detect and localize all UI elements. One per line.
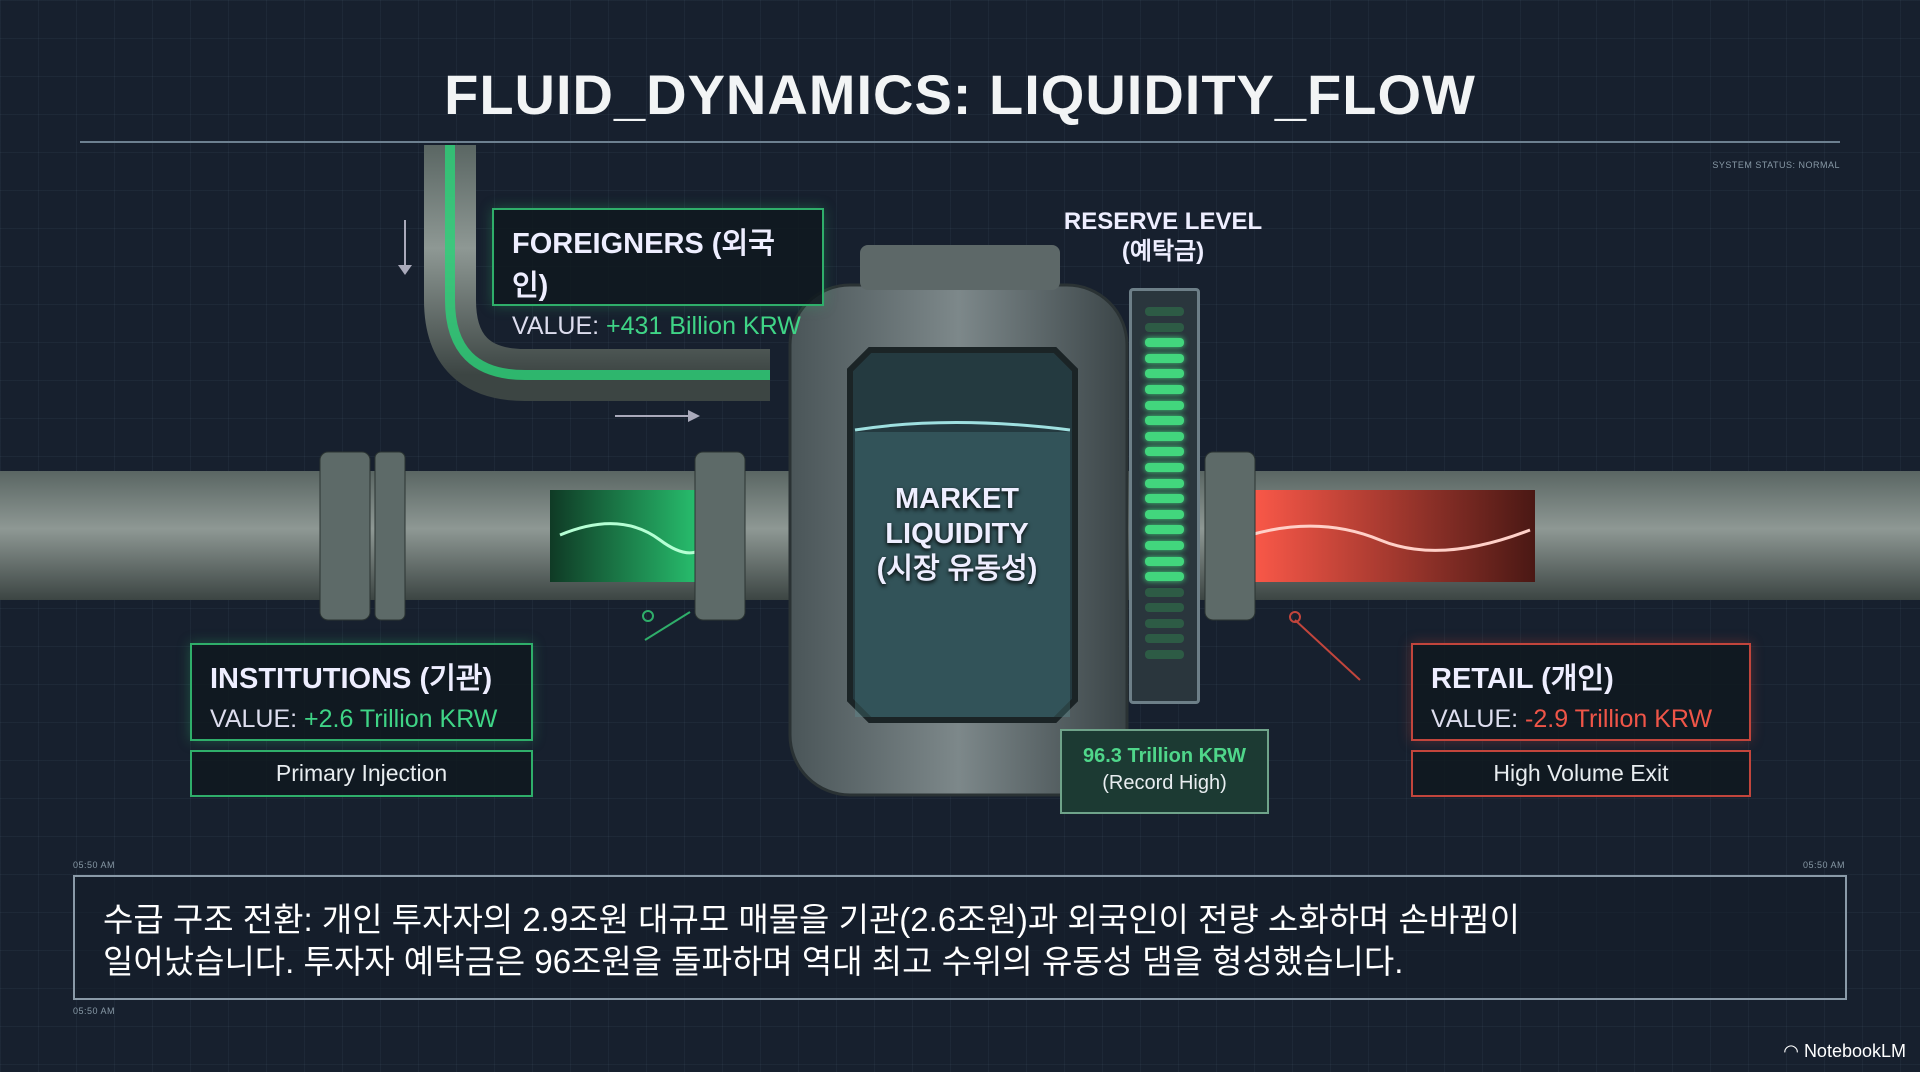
tank-window: [847, 347, 1078, 723]
tank-label-line1: MARKET: [894, 483, 1020, 515]
gauge-segment: [1145, 618, 1184, 628]
gauge-segment: [1145, 478, 1184, 488]
reserve-value-box: 96.3 Trillion KRW (Record High): [1060, 729, 1269, 814]
system-status: SYSTEM STATUS: NORMAL: [1712, 160, 1840, 170]
caption-line-1: 수급 구조 전환: 개인 투자자의 2.9조원 대규모 매물을 기관(2.6조원…: [103, 901, 1520, 938]
institutions-tag: Primary Injection: [190, 750, 533, 797]
gauge-segment: [1145, 603, 1184, 613]
value-label: VALUE:: [512, 312, 600, 340]
reserve-value: 96.3 Trillion KRW: [1083, 745, 1246, 767]
tank-label-line2: LIQUIDITY: [885, 518, 1029, 550]
gauge-segment: [1145, 431, 1184, 441]
gauge-segment: [1145, 509, 1184, 519]
reserve-note: (Record High): [1102, 772, 1227, 794]
gauge-segment: [1145, 525, 1184, 535]
inflow-window: [550, 490, 720, 582]
foreigners-heading: FOREIGNERS (외국인): [512, 228, 775, 302]
caption-line-2: 일어났습니다. 투자자 예탁금은 96조원을 돌파하며 역대 최고 수위의 유동…: [103, 943, 1404, 980]
gauge-segment: [1145, 353, 1184, 363]
gauge-segment: [1145, 572, 1184, 582]
institutions-heading: INSTITUTIONS (기관): [210, 663, 493, 695]
gauge-segment: [1145, 462, 1184, 472]
institutions-value: +2.6 Trillion KRW: [304, 705, 498, 733]
outflow-window: [1245, 490, 1535, 582]
value-label: VALUE:: [1431, 705, 1519, 733]
gauge-segment: [1145, 556, 1184, 566]
value-label: VALUE:: [210, 705, 298, 733]
foreigners-card: FOREIGNERS (외국인) VALUE: +431 Billion KRW: [492, 208, 824, 340]
hud-time-top-left: 05:50 AM: [73, 860, 116, 870]
hud-time-top-right: 05:50 AM: [1802, 860, 1845, 870]
reserve-level-label: RESERVE LEVEL (예탁금): [1053, 207, 1273, 267]
retail-heading: RETAIL (개인): [1431, 663, 1614, 695]
right-arrow-icon: [688, 410, 700, 422]
caption-box: 수급 구조 전환: 개인 투자자의 2.9조원 대규모 매물을 기관(2.6조원…: [73, 875, 1847, 1000]
reserve-label-kr: (예탁금): [1121, 238, 1205, 265]
foreigner-flow: [445, 145, 770, 380]
gauge-segment: [1145, 369, 1184, 379]
gauge-segment: [1145, 384, 1184, 394]
tank-label-line3: (시장 유동성): [876, 553, 1038, 585]
gauge-segment: [1145, 494, 1184, 504]
gauge-segment: [1145, 307, 1184, 316]
brand-label: NotebookLM: [1803, 1041, 1906, 1061]
reserve-label-en: RESERVE LEVEL: [1063, 208, 1263, 235]
gauge-segment: [1145, 587, 1184, 597]
gauge-segment: [1145, 650, 1184, 660]
retail-tag: High Volume Exit: [1411, 750, 1751, 797]
retail-card: RETAIL (개인) VALUE: -2.9 Trillion KRW: [1411, 643, 1751, 741]
tank-label: MARKET LIQUIDITY (시장 유동성): [862, 482, 1052, 587]
retail-value: -2.9 Trillion KRW: [1525, 705, 1713, 733]
gauge-segment: [1145, 634, 1184, 644]
down-arrow-icon: [398, 265, 412, 275]
hud-time-bottom-left: 05:50 AM: [73, 1006, 116, 1016]
notebooklm-brand: ◠ NotebookLM: [1783, 1041, 1906, 1062]
gauge-segment: [1145, 322, 1184, 332]
foreigners-value: +431 Billion KRW: [606, 312, 801, 340]
gauge-segment: [1145, 416, 1184, 426]
reserve-level-gauge: [1129, 288, 1200, 704]
gauge-segment: [1145, 338, 1184, 348]
gauge-segment: [1145, 540, 1184, 550]
page-title: FLUID_DYNAMICS: LIQUIDITY_FLOW: [444, 63, 1476, 126]
notebooklm-logo-icon: ◠: [1783, 1041, 1799, 1061]
gauge-segment: [1145, 400, 1184, 410]
institutions-card: INSTITUTIONS (기관) VALUE: +2.6 Trillion K…: [190, 643, 533, 741]
gauge-segment: [1145, 447, 1184, 457]
